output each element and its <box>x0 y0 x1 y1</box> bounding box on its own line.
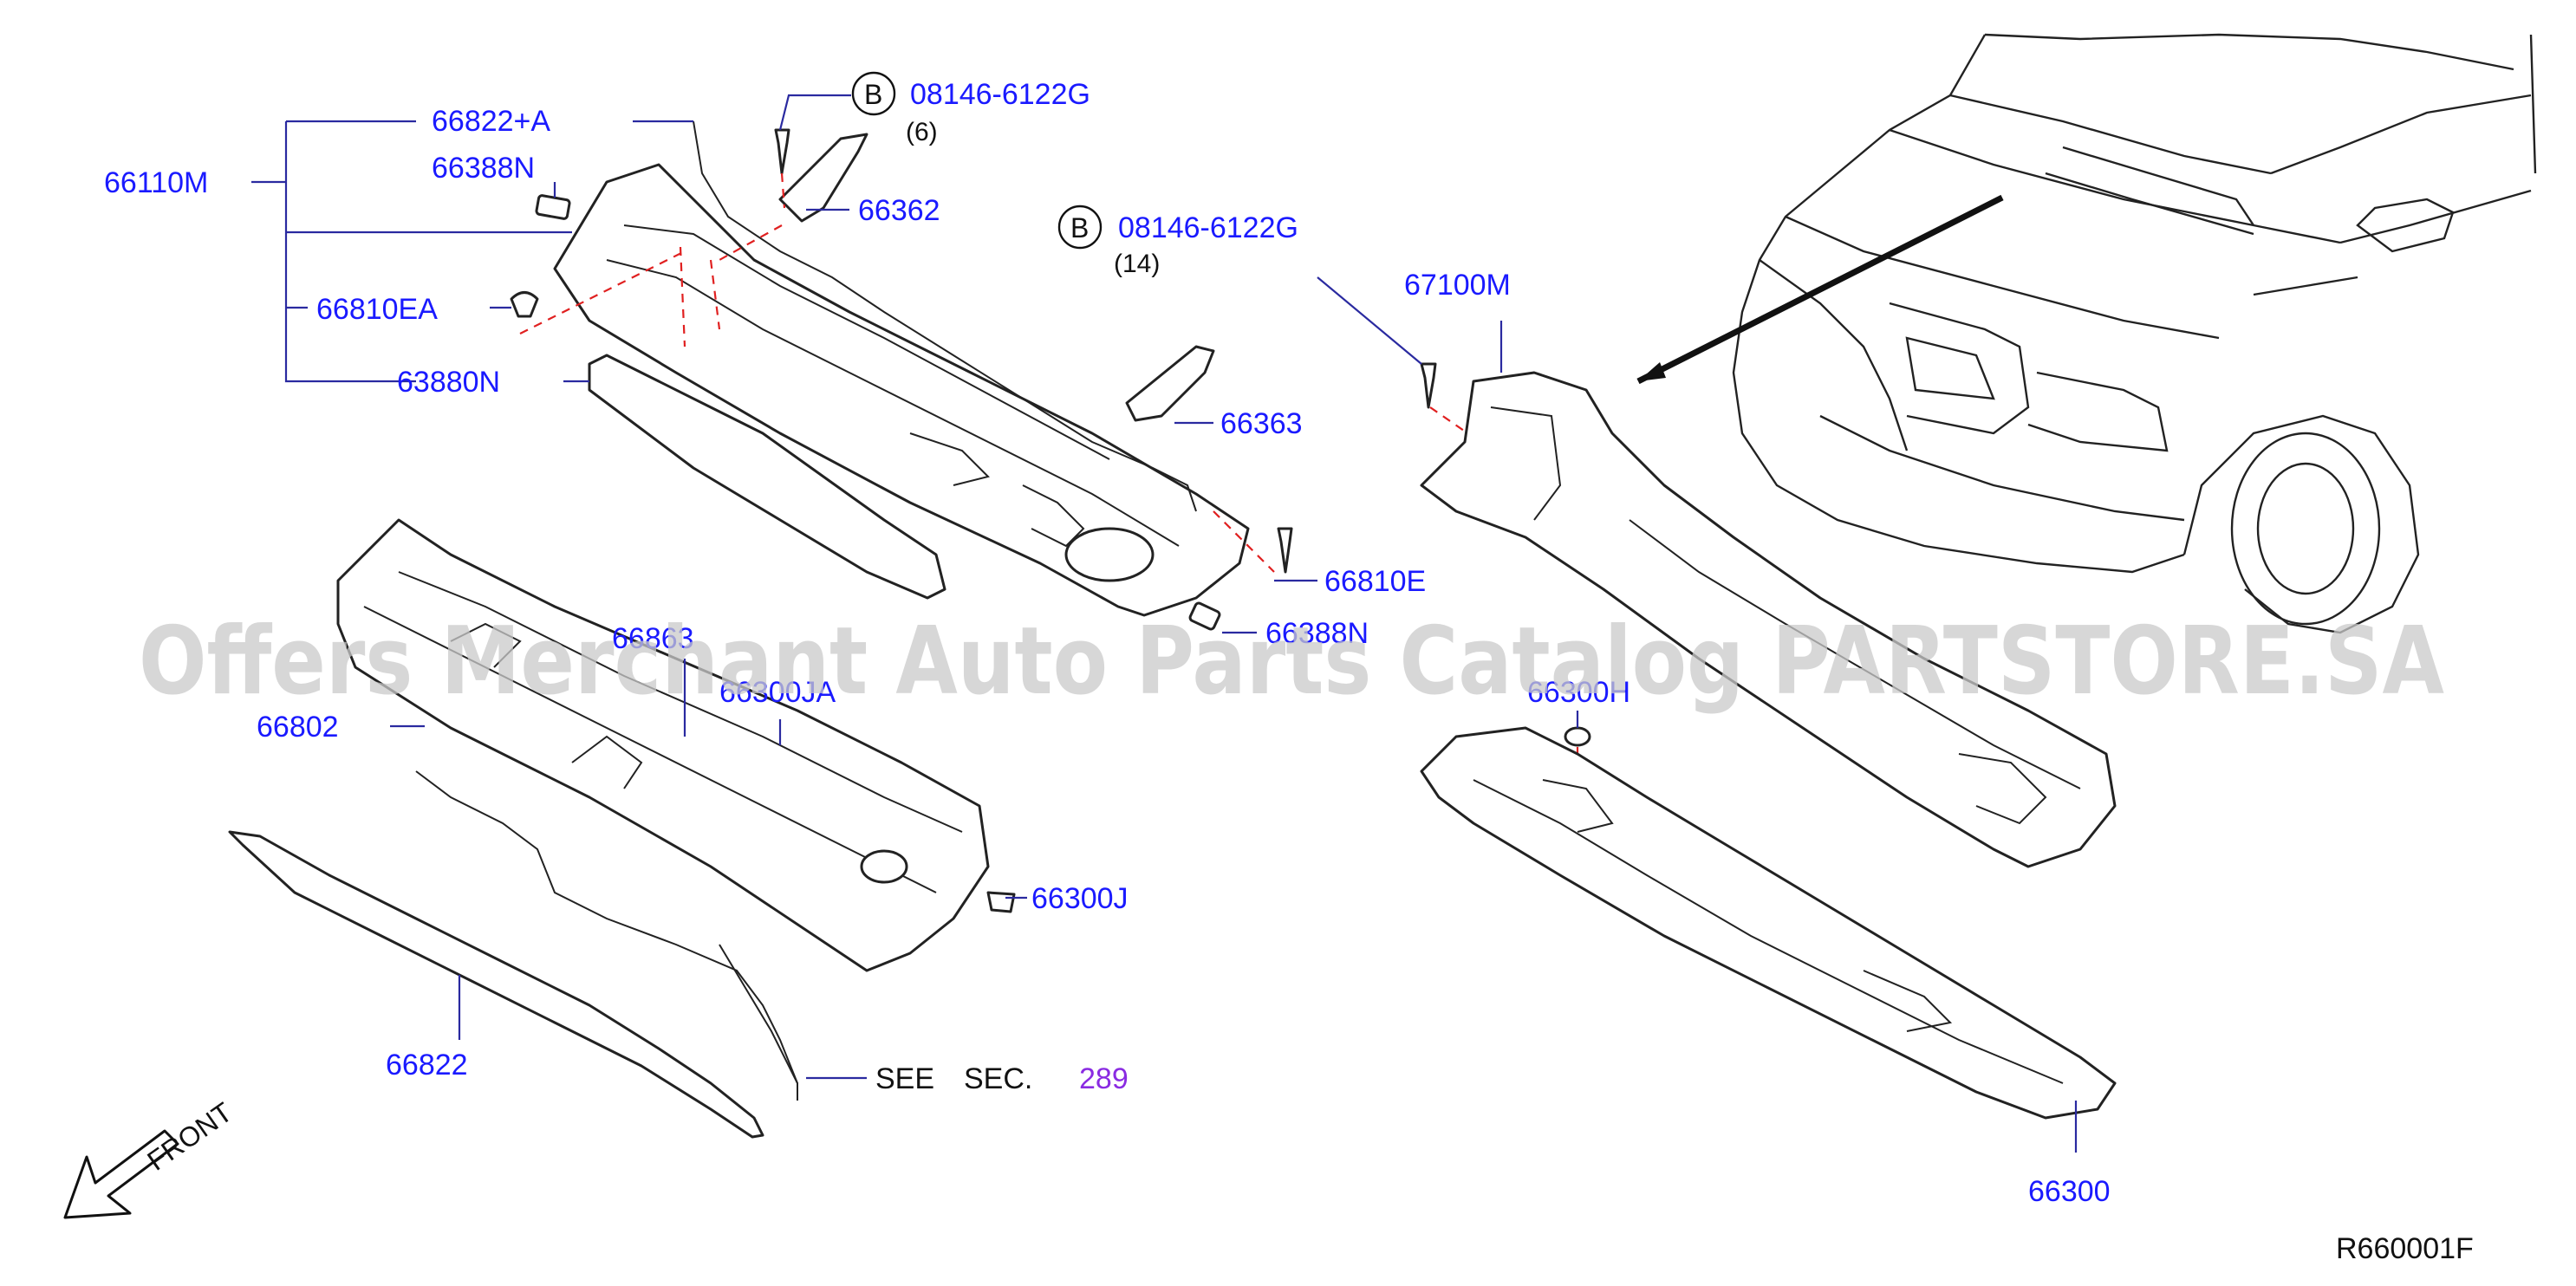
label-67100m[interactable]: 67100M <box>1404 269 1511 302</box>
front-direction-indicator: FRONT <box>63 1096 237 1219</box>
cowl-top-cover-part <box>336 518 990 972</box>
bolt-quantity-1: (6) <box>906 118 938 146</box>
callout-circle-b-2 <box>1057 205 1103 250</box>
bolt-upper <box>774 128 790 175</box>
bracket-66363 <box>1125 345 1215 422</box>
see-section-reference: SEE SEC. 289 <box>875 1062 1129 1095</box>
clip-66300j <box>986 891 1016 913</box>
callout-letter-b-2: B <box>1070 212 1089 244</box>
panel-67100m <box>1420 371 2117 868</box>
label-66822a[interactable]: 66822+A <box>432 105 550 138</box>
vehicle-illustration <box>1636 33 2537 634</box>
leader-lines <box>251 94 2078 1153</box>
label-66810ea[interactable]: 66810EA <box>316 293 438 326</box>
label-66388n-upper[interactable]: 66388N <box>432 152 535 185</box>
label-66388n-lower[interactable]: 66388N <box>1265 617 1369 650</box>
bolt-quantity-2: (14) <box>1114 250 1160 278</box>
nozzle-hose <box>719 944 798 1101</box>
bolt-66810e <box>1277 527 1293 574</box>
bracket-66362 <box>778 133 868 223</box>
bolt-callout-1[interactable]: B 08146-6122G (6) <box>851 71 1090 146</box>
upper-cowl-part <box>553 163 1250 617</box>
callout-circle-b-1 <box>851 71 896 116</box>
bolt-part-number-1[interactable]: 08146-6122G <box>910 78 1090 111</box>
front-arrow-icon <box>63 1129 179 1219</box>
diagram-code: R660001F <box>2336 1232 2474 1265</box>
panel-66300 <box>1420 726 2117 1120</box>
see-text: SEE <box>875 1062 934 1095</box>
label-66300ja[interactable]: 66300JA <box>719 676 836 709</box>
watermark-text: Offers Merchant Auto Parts Catalog PARTS… <box>139 607 2444 716</box>
label-66300j[interactable]: 66300J <box>1031 882 1129 915</box>
clip-66388n-lower <box>1188 601 1221 631</box>
label-63880n[interactable]: 63880N <box>397 366 500 399</box>
label-66300[interactable]: 66300 <box>2028 1175 2111 1208</box>
label-66363[interactable]: 66363 <box>1220 407 1303 440</box>
clip-66810ea <box>510 291 539 318</box>
label-66802[interactable]: 66802 <box>257 711 339 744</box>
strip-66822 <box>228 830 764 1139</box>
bolt-67100m <box>1420 362 1437 409</box>
callout-letter-b-1: B <box>864 79 882 110</box>
sec-text: SEC. <box>964 1062 1032 1095</box>
grommet-66300h <box>1564 726 1591 747</box>
label-66810e[interactable]: 66810E <box>1324 565 1426 598</box>
label-66110m[interactable]: 66110M <box>104 166 208 199</box>
label-66822[interactable]: 66822 <box>386 1049 468 1081</box>
label-66863[interactable]: 66863 <box>612 622 694 655</box>
bolt-callout-2[interactable]: B 08146-6122G (14) <box>1057 205 1298 278</box>
wire-upper <box>693 120 1197 512</box>
label-66362[interactable]: 66362 <box>858 194 940 227</box>
label-66300h[interactable]: 66300H <box>1527 676 1630 709</box>
clip-66388n-upper <box>535 194 571 220</box>
bolt-part-number-2[interactable]: 08146-6122G <box>1118 211 1298 244</box>
wire-lower <box>415 770 798 1084</box>
seal-63880n <box>588 354 946 600</box>
section-289-link[interactable]: 289 <box>1079 1062 1129 1095</box>
